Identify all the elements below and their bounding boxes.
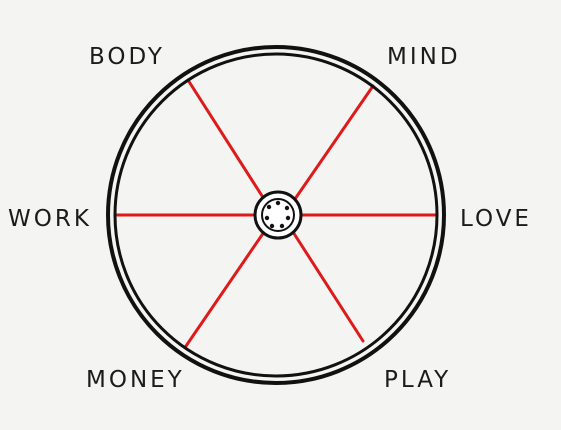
hub-bolt — [279, 223, 285, 229]
spoke-money — [184, 230, 266, 348]
spokes — [113, 78, 438, 348]
label-play: PLAY — [384, 367, 451, 393]
hub-bolt — [269, 223, 275, 229]
labels: BODY MIND WORK LOVE MONEY PLAY — [8, 44, 532, 393]
wheel-rim — [106, 45, 446, 385]
spoke-mind — [293, 84, 375, 201]
hub-inner — [261, 198, 295, 232]
label-love: LOVE — [460, 206, 532, 232]
hub-bolt — [264, 215, 270, 221]
rim-outer — [106, 45, 446, 385]
label-money: MONEY — [86, 367, 185, 393]
hub-bolt — [285, 215, 291, 221]
wheel-hub — [253, 190, 303, 240]
label-mind: MIND — [387, 44, 461, 70]
hub-bolt — [284, 205, 290, 211]
hub-bolt — [275, 200, 281, 206]
spoke-play — [291, 230, 365, 343]
label-work: WORK — [8, 206, 92, 232]
rim-inner — [113, 52, 439, 378]
hub-bolts — [264, 200, 291, 229]
label-body: BODY — [89, 44, 165, 70]
spoke-body — [186, 78, 266, 201]
hub-bolt — [266, 204, 272, 210]
